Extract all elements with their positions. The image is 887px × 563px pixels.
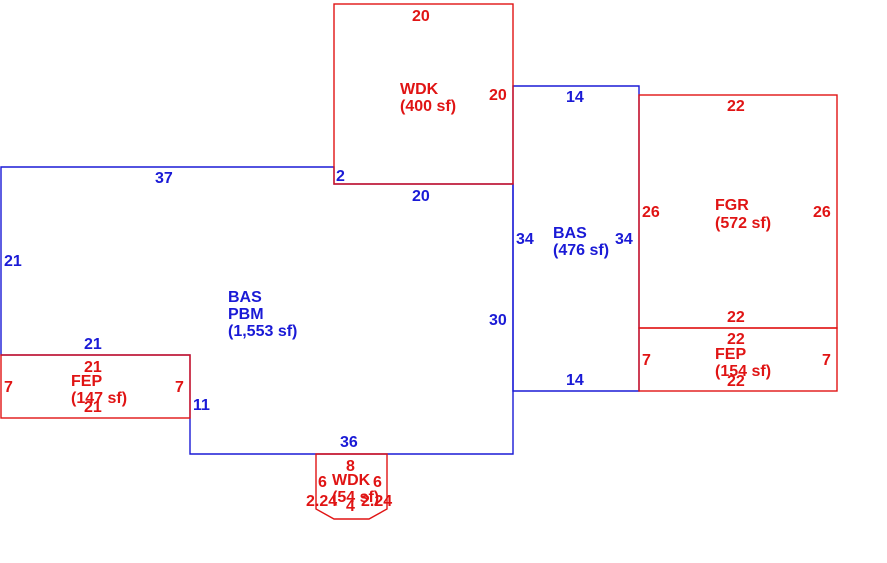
dim-bas-right-right: 34 [615,231,633,248]
bas-main-area: (1,553 sf) [228,323,297,340]
dim-fep-right-top: 22 [727,331,745,348]
dim-wdk-top-top: 20 [412,8,430,25]
dim-bas-main-notch: 2 [336,168,345,185]
dim-bas-main-right: 30 [489,312,507,329]
dim-fgr-left: 26 [642,204,660,221]
dim-fep-left-left: 7 [4,379,13,396]
dim-fgr-right: 26 [813,204,831,221]
fep-right-area: (154 sf) [715,363,771,380]
dim-bas-right-left: 34 [516,231,534,248]
dim-wdk-bottom-bottom: 4 [346,498,355,515]
bas-right-code: BAS [553,225,587,242]
bas-main-code2: PBM [228,306,264,323]
dim-fep-right-right: 7 [822,352,831,369]
fgr-area: (572 sf) [715,215,771,232]
dim-bas-right-top: 14 [566,89,584,106]
dim-wdk-top-right: 20 [489,87,507,104]
dim-bas-main-top: 37 [155,170,173,187]
dim-fgr-top: 22 [727,98,745,115]
wdk-top-area: (400 sf) [400,98,456,115]
dim-bas-right-bottom: 14 [566,372,584,389]
dim-fep-right-left: 7 [642,352,651,369]
fep-left-area: (147 sf) [71,390,127,407]
wdk-top-outline [333,3,514,185]
fep-left-code: FEP [71,373,102,390]
dim-fgr-bottom: 22 [727,309,745,326]
dim-fep-left-bottom: 21 [84,399,102,416]
dim-wdk-bottom-right: 6 [373,474,382,491]
fep-right-code: FEP [715,346,746,363]
dim-wdk-bottom-diag-left: 2.24 [306,493,337,510]
dim-bas-main-under-wdk: 20 [412,188,430,205]
dim-fep-left-top: 21 [84,359,102,376]
bas-right-area: (476 sf) [553,242,609,259]
wdk-top-code: WDK [400,81,439,98]
bas-main-code1: BAS [228,289,262,306]
wdk-bottom-area: (54 sf) [332,489,379,506]
dim-wdk-bottom-diag-right: 2.24 [361,493,392,510]
dim-fep-right-bottom: 22 [727,373,745,390]
fgr-code: FGR [715,197,749,214]
dim-bas-main-bottom: 36 [340,434,358,451]
dim-bas-main-left: 21 [4,253,22,270]
dim-fep-left-right: 7 [175,379,184,396]
fep-right-outline [638,327,838,392]
dim-bas-main-lower-left: 11 [193,397,210,414]
fep-left-outline [0,354,191,419]
dim-bas-main-step: 21 [84,336,102,353]
dim-wdk-bottom-left: 6 [318,474,327,491]
wdk-bottom-code: WDK [332,472,371,489]
wdk-bottom-outline [315,453,388,520]
dim-wdk-bottom-top: 8 [346,458,355,475]
